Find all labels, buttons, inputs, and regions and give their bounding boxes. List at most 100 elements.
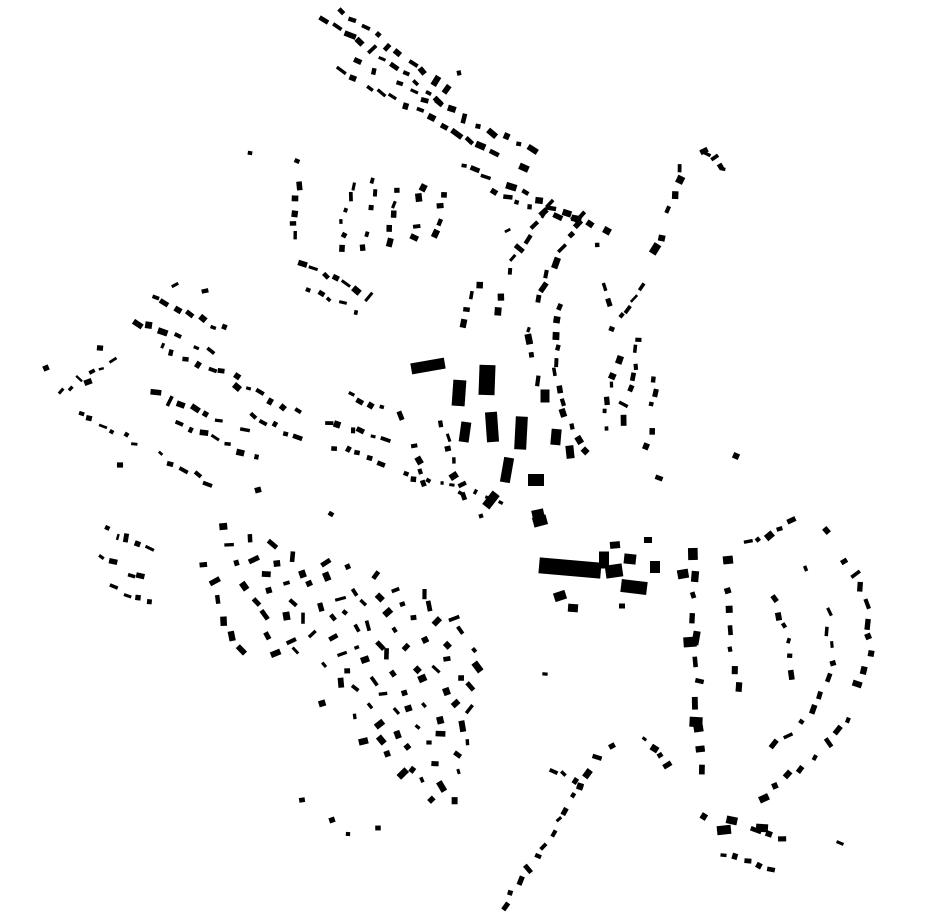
building-footprint xyxy=(220,616,228,627)
building-footprint xyxy=(648,401,654,407)
building-footprint xyxy=(623,553,637,565)
building-footprint xyxy=(173,332,182,339)
building-footprint xyxy=(657,234,666,242)
building-footprint xyxy=(75,374,83,383)
building-footprint xyxy=(123,593,132,599)
building-footprint xyxy=(412,79,420,87)
building-footprint xyxy=(440,481,444,485)
building-footprint xyxy=(430,228,441,239)
building-footprint xyxy=(567,603,579,613)
building-footprint xyxy=(184,309,195,319)
building-footprint xyxy=(654,474,664,482)
building-footprint xyxy=(348,74,358,82)
building-footprint xyxy=(458,675,465,681)
building-footprint xyxy=(478,364,496,396)
building-footprint xyxy=(123,431,130,438)
building-footprint xyxy=(529,220,540,230)
building-footprint xyxy=(725,605,733,614)
building-footprint xyxy=(675,174,686,185)
building-footprint xyxy=(451,797,458,805)
building-footprint xyxy=(452,457,456,464)
building-footprint xyxy=(808,703,818,715)
building-footprint xyxy=(594,242,600,248)
building-footprint xyxy=(609,541,621,549)
building-footprint xyxy=(253,454,260,460)
building-footprint xyxy=(391,586,400,594)
building-footprint xyxy=(350,684,360,693)
building-footprint xyxy=(720,853,727,858)
building-footprint xyxy=(456,625,465,635)
building-footprint xyxy=(446,104,457,114)
building-footprint xyxy=(355,397,365,406)
building-footprint xyxy=(385,237,394,248)
building-footprint xyxy=(770,594,779,604)
building-footprint xyxy=(231,382,243,392)
building-footprint xyxy=(339,219,343,224)
building-footprint xyxy=(329,613,337,622)
building-footprint xyxy=(382,42,392,52)
building-footprint xyxy=(727,625,733,636)
building-footprint xyxy=(689,591,697,599)
building-footprint xyxy=(88,368,96,375)
building-footprint xyxy=(451,379,467,407)
building-footprint xyxy=(475,123,481,130)
building-footprint xyxy=(308,265,319,272)
building-footprint xyxy=(558,407,568,418)
building-footprint xyxy=(273,559,281,568)
building-footprint xyxy=(456,768,461,775)
building-footprint xyxy=(263,631,272,641)
building-footprint xyxy=(258,418,268,427)
building-footprint xyxy=(744,858,752,864)
building-footprint xyxy=(382,606,394,618)
building-footprint xyxy=(369,675,379,687)
building-footprint xyxy=(395,80,404,87)
building-footprint xyxy=(582,768,593,780)
building-footprint xyxy=(383,749,391,758)
building-footprint xyxy=(403,742,412,751)
building-footprint xyxy=(695,745,706,753)
building-footprint xyxy=(297,259,308,268)
building-footprint xyxy=(811,754,818,762)
building-footprint xyxy=(776,526,783,532)
building-footprint xyxy=(482,490,500,510)
building-footprint xyxy=(247,150,253,156)
building-footprint xyxy=(486,127,499,140)
building-footprint xyxy=(457,490,464,496)
building-footprint xyxy=(534,196,544,205)
building-footprint xyxy=(436,202,444,209)
building-footprint xyxy=(157,450,164,456)
building-footprint xyxy=(835,840,845,846)
building-footprint xyxy=(108,558,118,565)
building-footprint xyxy=(348,191,353,202)
building-footprint xyxy=(743,538,754,544)
building-footprint xyxy=(499,456,515,484)
building-footprint xyxy=(542,672,548,676)
building-footprint xyxy=(340,231,348,239)
building-footprint xyxy=(585,219,595,229)
building-footprint xyxy=(431,664,441,674)
building-footprint xyxy=(725,815,738,826)
building-footprint xyxy=(450,698,461,709)
building-footprint xyxy=(516,875,525,886)
building-footprint xyxy=(538,281,549,294)
building-footprint xyxy=(174,419,184,427)
building-footprint xyxy=(317,699,327,708)
building-footprint xyxy=(502,132,511,141)
building-footprint xyxy=(251,597,262,607)
building-footprint xyxy=(325,296,332,303)
building-footprint xyxy=(608,325,616,333)
building-footprint xyxy=(523,234,533,245)
building-footprint xyxy=(637,282,646,292)
building-footprint xyxy=(774,612,783,621)
building-footprint xyxy=(294,407,302,415)
building-footprint xyxy=(224,542,234,547)
building-footprint xyxy=(187,426,194,434)
building-footprint xyxy=(735,682,743,692)
building-footprint xyxy=(219,522,228,531)
building-footprint xyxy=(285,637,297,646)
building-footprint xyxy=(535,375,541,387)
building-footprint xyxy=(554,358,559,368)
building-footprint xyxy=(150,388,162,396)
building-footprint xyxy=(465,681,476,692)
building-footprint xyxy=(98,423,108,430)
